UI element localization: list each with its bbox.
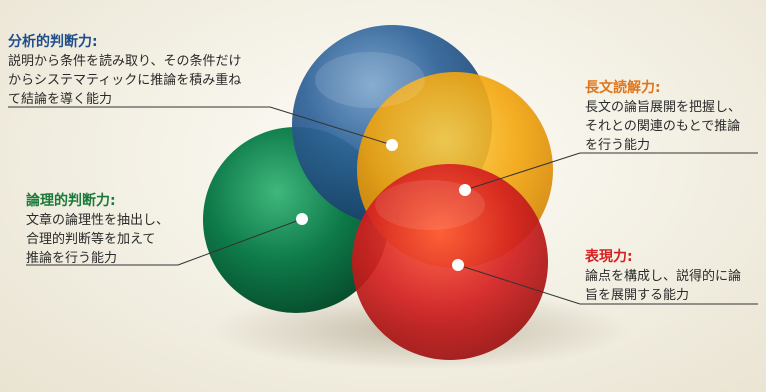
label-logical-line-2: 合理的判断等を加えて [26,232,156,247]
label-expression: 表現力: 論点を構成し、説得的に論 旨を展開する能力 [585,247,741,305]
label-reading-title: 長文読解力: [585,80,661,96]
label-analytical-line-3: て結論を導く能力 [8,92,113,107]
label-expression-line-1: 論点を構成し、説得的に論 [585,269,742,284]
point-reading [459,184,471,196]
circle-gloss-blue [315,52,425,108]
label-expression-line-2: 旨を展開する能力 [585,288,690,303]
leader-line-expression-diagonal [457,264,581,305]
leader-line-reading-diagonal [464,152,581,191]
label-reading-line-2: それとの関連のもとで推論 [585,119,741,134]
label-logical-line-1: 文章の論理性を抽出し、 [26,213,170,228]
circle-gloss-red [375,180,485,230]
label-reading: 長文読解力: 長文の論旨展開を把握し、 それとの関連のもとで推論 を行う能力 [585,78,741,155]
label-logical-line-3: 推論を行う能力 [26,251,118,266]
label-analytical-line-1: 説明から条件を読み取り、その条件だけ [8,54,242,69]
label-analytical-title: 分析的判断力: [8,34,98,50]
label-logical-title: 論理的判断力: [26,193,116,209]
label-expression-title: 表現力: [585,249,633,265]
point-expression [452,259,464,271]
label-reading-line-3: を行う能力 [585,138,651,153]
label-analytical-line-2: からシステマティックに推論を積み重ね [8,73,242,88]
label-logical: 論理的判断力: 文章の論理性を抽出し、 合理的判断等を加えて 推論を行う能力 [26,191,169,268]
label-analytical: 分析的判断力: 説明から条件を読み取り、その条件だけ からシステマティックに推論… [8,32,241,109]
circle-red [352,164,548,360]
label-reading-line-1: 長文の論旨展開を把握し、 [585,100,742,115]
leader-line-logical-diagonal [177,218,303,266]
leader-line-analytical-diagonal [269,106,393,146]
point-analytical [386,139,398,151]
point-logical [296,213,308,225]
